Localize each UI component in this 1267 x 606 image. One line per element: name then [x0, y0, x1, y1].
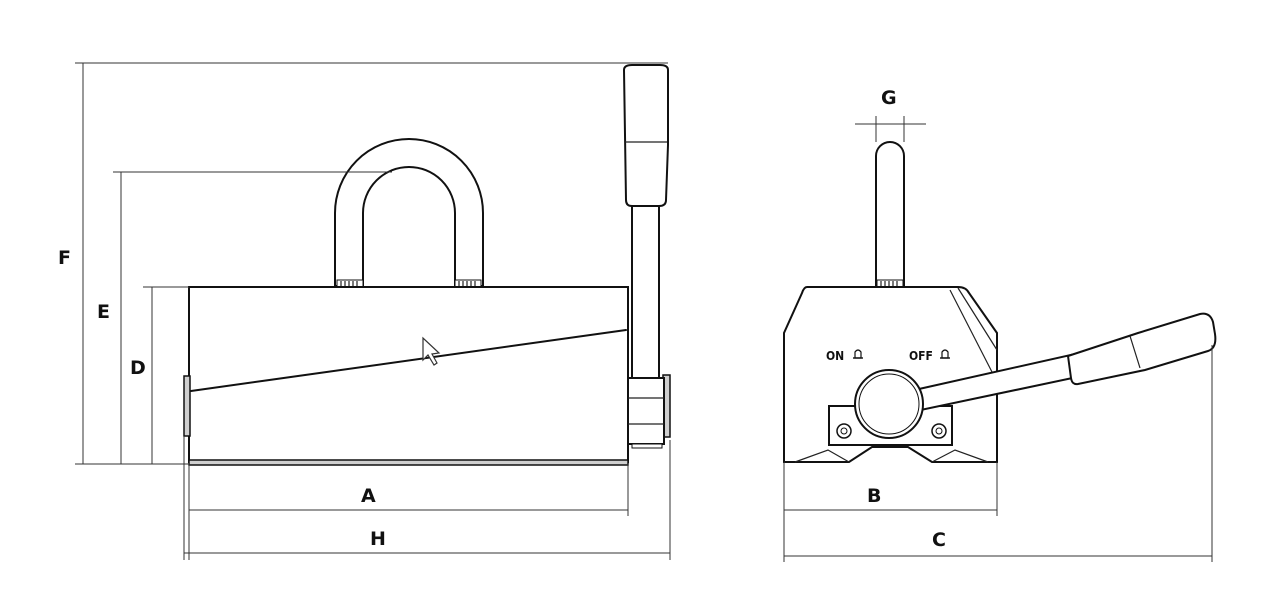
handle-grip — [622, 64, 669, 207]
off-label: OFF — [909, 349, 933, 363]
lifting-ring — [334, 138, 484, 287]
handle-hub — [627, 377, 665, 445]
base-plate — [188, 459, 629, 466]
dimension-labels: F E D A H B C G — [58, 87, 946, 551]
lifting-rod — [875, 141, 905, 287]
left-end-cap — [183, 375, 191, 437]
label-f: F — [58, 247, 71, 269]
handle-shaft — [631, 204, 660, 381]
end-view: ON OFF — [783, 141, 1217, 463]
arrow-marker — [422, 336, 441, 366]
bolt-right — [931, 423, 947, 439]
label-d: D — [130, 357, 146, 379]
ring-welds — [336, 279, 482, 288]
on-label: ON — [826, 349, 844, 363]
off-lock-icon — [940, 349, 950, 359]
on-lock-icon — [853, 349, 863, 359]
body-seam — [190, 329, 627, 392]
label-h: H — [370, 528, 386, 550]
label-c: C — [932, 529, 946, 551]
bolt-left — [836, 423, 852, 439]
lever-grip — [1066, 312, 1217, 386]
label-e: E — [97, 301, 110, 323]
dimension-lines — [75, 62, 1213, 562]
magnet-body — [188, 286, 629, 463]
label-g: G — [881, 87, 897, 109]
side-view — [183, 64, 671, 466]
label-a: A — [361, 485, 376, 507]
label-b: B — [867, 485, 881, 507]
rotary-hub — [854, 369, 924, 439]
